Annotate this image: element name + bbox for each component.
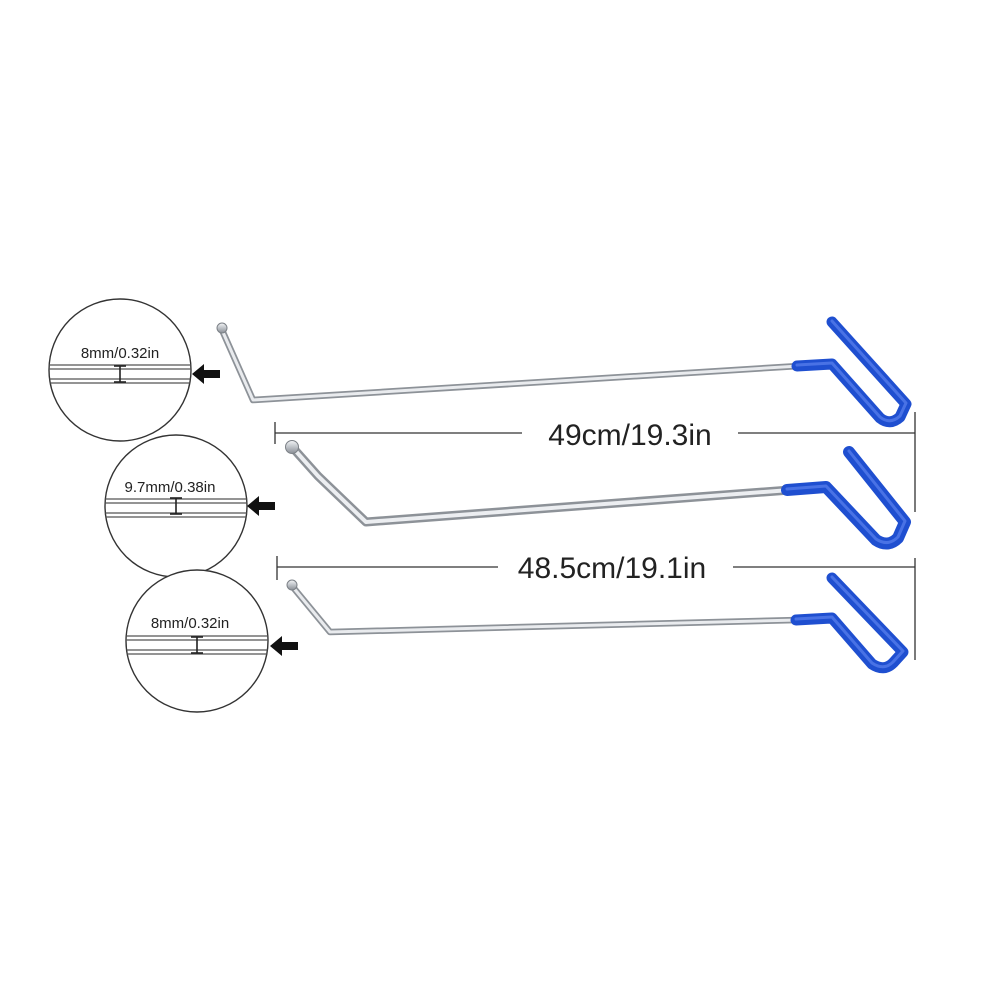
rod-3-handle <box>790 572 909 674</box>
rod-1 <box>216 316 912 428</box>
arrow-left-icon <box>192 364 220 384</box>
gauge-2-thickness-marker <box>170 497 182 515</box>
rod-3-ball-tip <box>286 579 298 591</box>
rod-2-ball-tip <box>285 440 299 454</box>
rod-2 <box>285 440 911 550</box>
gauge-2-label: 9.7mm/0.38in <box>125 479 216 496</box>
gauge-circle-2: 9.7mm/0.38in <box>104 434 248 578</box>
arrow-left-icon <box>270 636 298 656</box>
rod-1-shaft <box>218 326 803 404</box>
rod-1-handle <box>791 316 912 428</box>
gauge-circle-3: 8mm/0.32in <box>125 569 269 713</box>
dimension-top <box>274 412 916 512</box>
dimension-top-label: 49cm/19.3in <box>548 419 711 452</box>
rod-1-ball-tip <box>216 322 228 334</box>
rod-2-shaft <box>288 443 795 527</box>
gauge-1-thickness-marker <box>114 365 126 383</box>
dimension-bottom <box>276 556 916 660</box>
arrow-left-icon <box>247 496 275 516</box>
dimension-bottom-label: 48.5cm/19.1in <box>518 552 706 585</box>
gauge-3-label: 8mm/0.32in <box>151 615 229 632</box>
rod-3 <box>286 572 909 674</box>
gauge-3-thickness-marker <box>191 636 203 654</box>
gauge-1-label: 8mm/0.32in <box>81 345 159 362</box>
gauge-circle-1: 8mm/0.32in <box>48 298 192 442</box>
